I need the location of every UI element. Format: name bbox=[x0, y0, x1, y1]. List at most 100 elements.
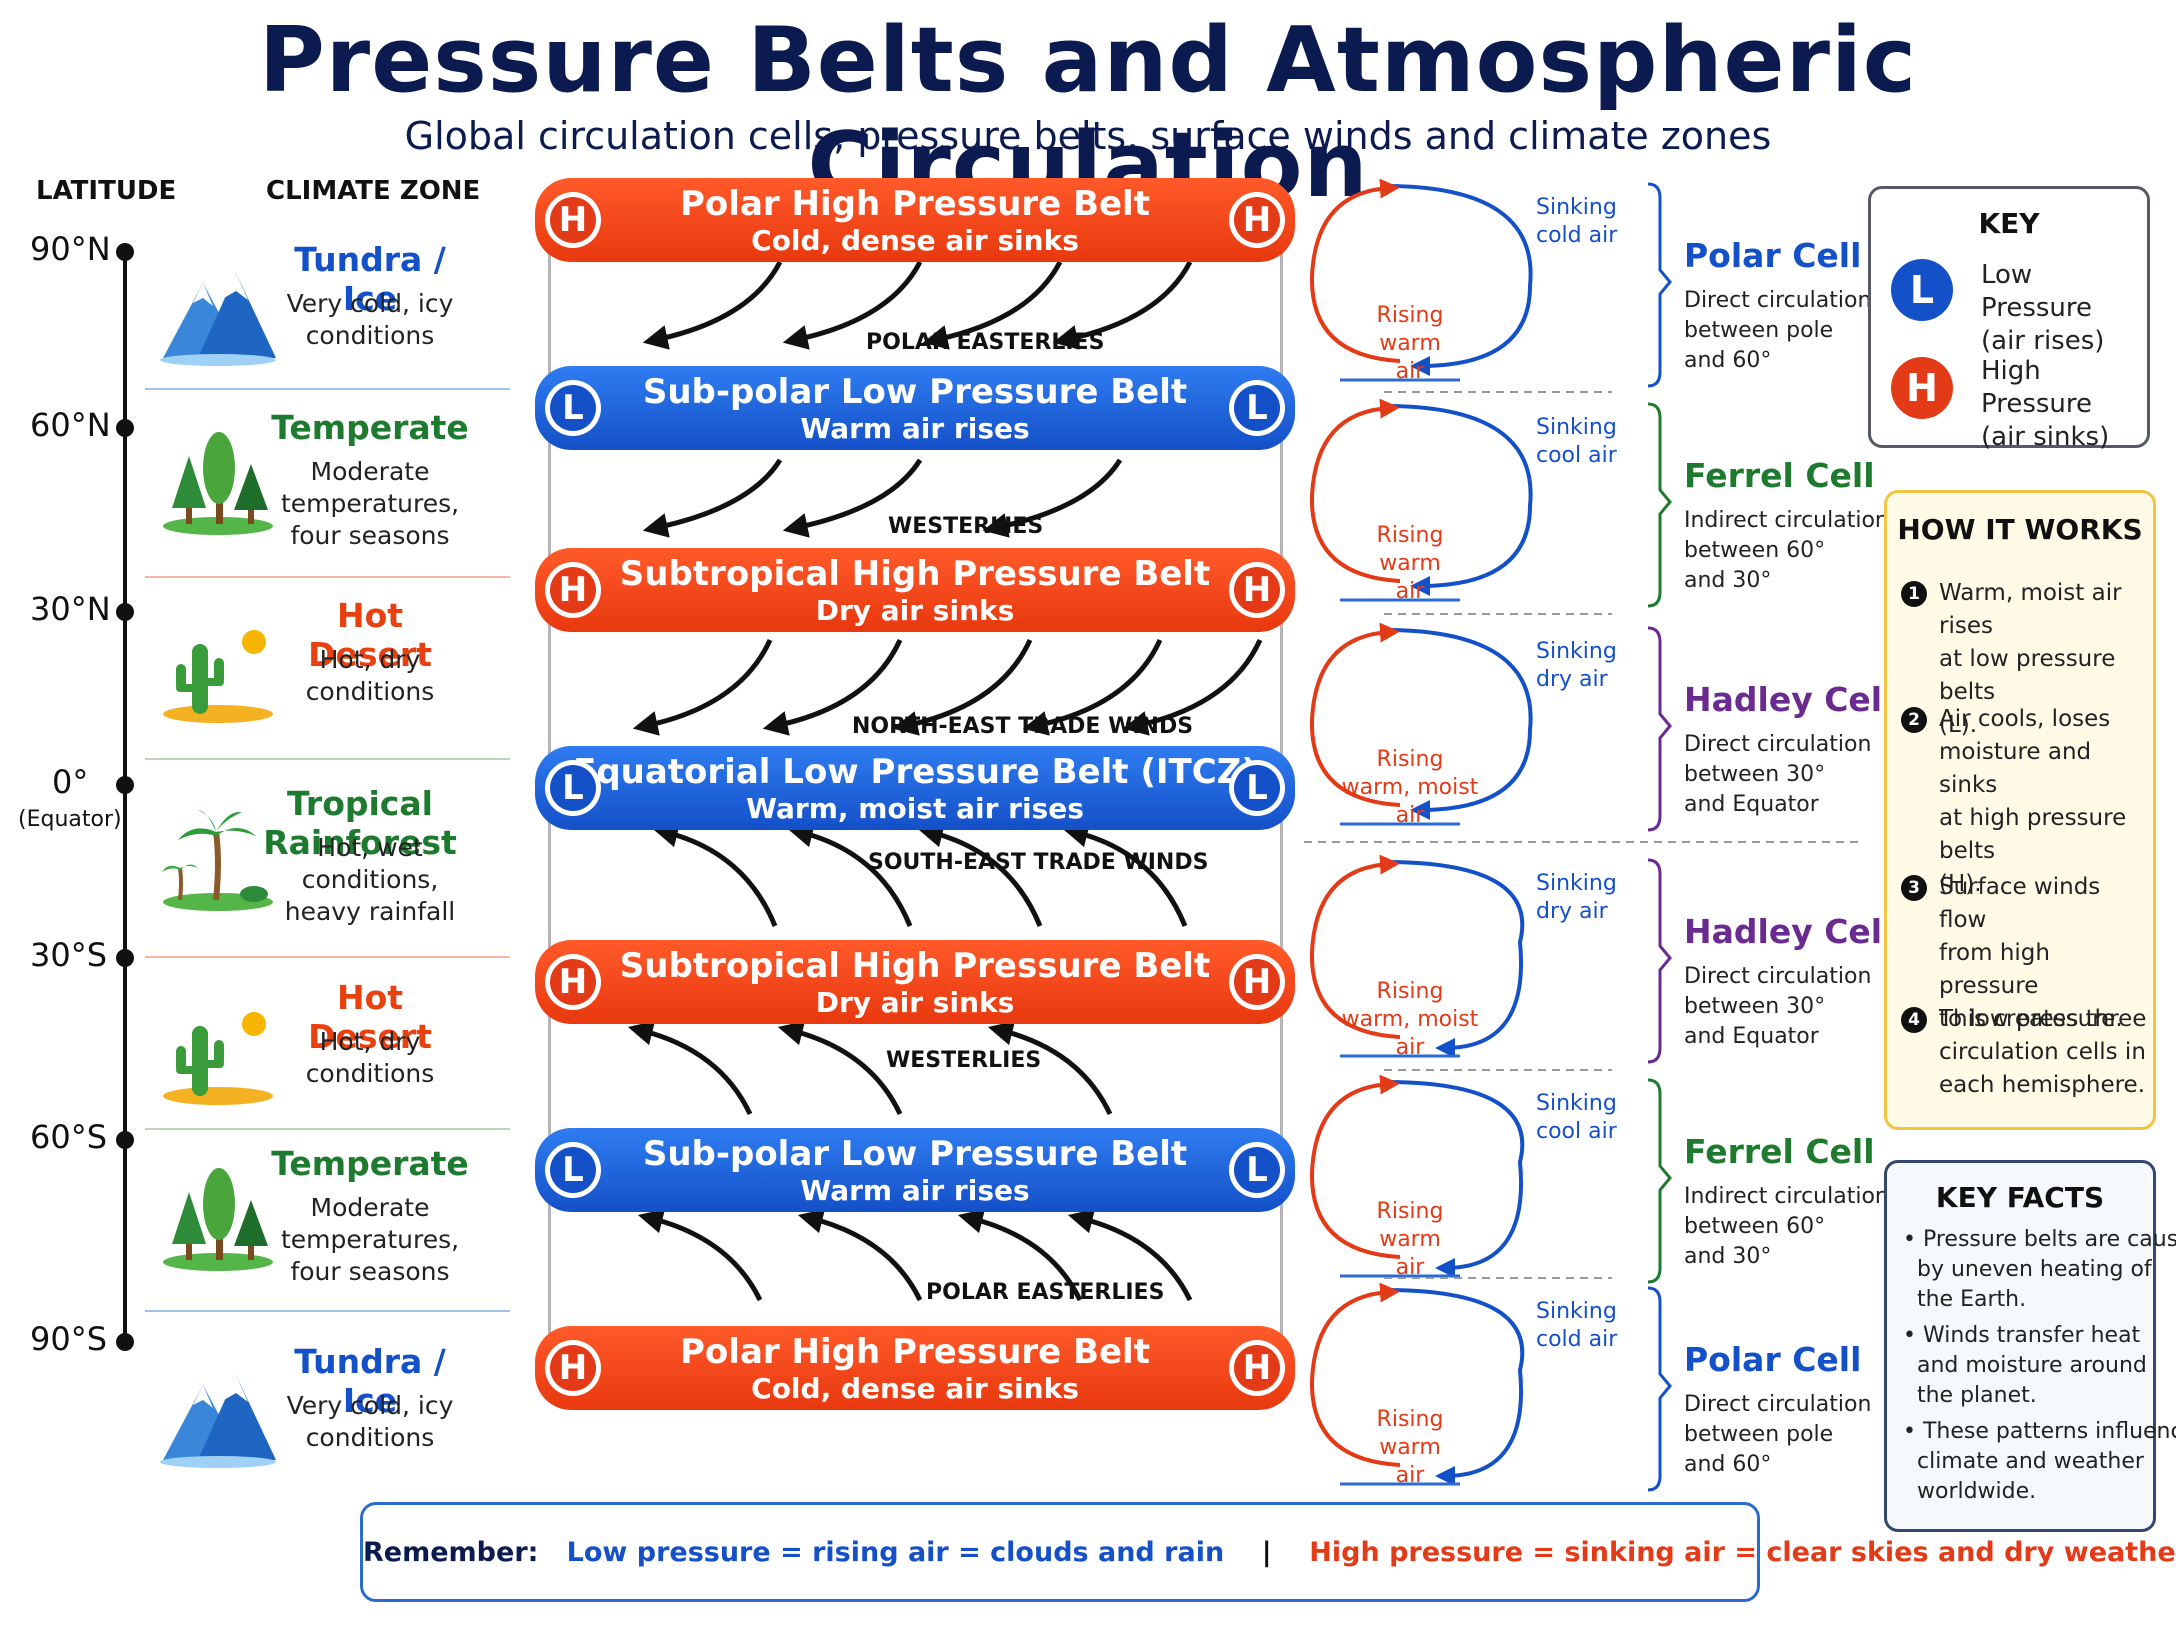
wind-arrow bbox=[627, 1020, 753, 1116]
badge-letter: L bbox=[550, 385, 596, 431]
sinking-air-line: cool air bbox=[1536, 443, 1617, 468]
sinking-air-line: cold air bbox=[1536, 1327, 1618, 1352]
high-pressure-badge: H bbox=[1229, 562, 1285, 618]
badge-letter: L bbox=[1234, 385, 1280, 431]
key-fact-line: • These patterns influence bbox=[1903, 1419, 2176, 1444]
rising-air-line: Rising bbox=[1376, 979, 1444, 1004]
latitude-dot bbox=[116, 1131, 134, 1149]
climate-zone-column-header: CLIMATE ZONE bbox=[266, 176, 481, 206]
climate-zone-divider bbox=[145, 388, 510, 390]
rising-air-line: warm air bbox=[1379, 1435, 1441, 1488]
latitude-sublabel: (Equator) bbox=[18, 807, 122, 832]
circulation-cell-name: Polar Cell bbox=[1684, 236, 1862, 275]
low-pressure-badge: L bbox=[545, 1142, 601, 1198]
cactus-arm bbox=[176, 664, 186, 690]
wind-arrow bbox=[1067, 1208, 1193, 1302]
climate-zone-divider bbox=[145, 956, 510, 958]
sinking-air-line: Sinking bbox=[1536, 415, 1617, 440]
sun-icon bbox=[242, 630, 266, 654]
circulation-cell-description-line: between 60° bbox=[1684, 538, 1826, 563]
badge-letter: H bbox=[550, 197, 596, 243]
tree-crown bbox=[234, 464, 268, 510]
badge-letter: H bbox=[550, 959, 596, 1005]
climate-zone-description-line: Hot, wet bbox=[317, 833, 423, 862]
low-pressure-badge: L bbox=[1229, 1142, 1285, 1198]
rising-air-line: warm air bbox=[1379, 551, 1441, 604]
trunk bbox=[216, 1232, 223, 1260]
climate-zone-name: Tropical Rainforest bbox=[263, 784, 457, 862]
badge-letter: H bbox=[550, 567, 596, 613]
key-fact: • Winds transfer heat and moisture aroun… bbox=[1903, 1321, 2153, 1411]
sinking-air-line: Sinking bbox=[1536, 1091, 1617, 1116]
wind-label: POLAR EASTERLIES bbox=[926, 1280, 1165, 1305]
latitude-dot bbox=[116, 243, 134, 261]
climate-zone-description-line: heavy rainfall bbox=[284, 897, 456, 926]
badge-letter: H bbox=[1234, 1345, 1280, 1391]
step-text-line: Surface winds flow bbox=[1939, 874, 2101, 933]
badge-letter: H bbox=[1234, 197, 1280, 243]
latitude-dot bbox=[116, 603, 134, 621]
step-text-line: circulation cells in bbox=[1939, 1039, 2146, 1065]
rising-air-line: Rising bbox=[1376, 747, 1444, 772]
cell-bracket bbox=[1647, 858, 1672, 1064]
climate-zone-description-line: Moderate bbox=[310, 1193, 430, 1222]
key-fact-line: the Earth. bbox=[1903, 1287, 2027, 1312]
key-fact: • Pressure belts are caused by uneven he… bbox=[1903, 1225, 2176, 1315]
low-pressure-badge: L bbox=[1891, 259, 1953, 321]
rising-air-arrow bbox=[1309, 622, 1401, 807]
rising-air-line: Rising bbox=[1376, 523, 1444, 548]
zone-icon-wrapper bbox=[158, 258, 278, 368]
how-it-works-title: HOW IT WORKS bbox=[1897, 513, 2143, 546]
sinking-air-line: Sinking bbox=[1536, 1299, 1617, 1324]
sinking-air-line: Sinking bbox=[1536, 639, 1617, 664]
latitude-label: 0° bbox=[52, 763, 89, 801]
wind-arrow bbox=[782, 458, 923, 538]
sinking-air-line: cool air bbox=[1536, 1119, 1617, 1144]
climate-zone-description-line: Very cold, icy bbox=[286, 1391, 454, 1420]
cactus-icon bbox=[163, 1012, 273, 1105]
key-fact-line: • Winds transfer heat bbox=[1903, 1323, 2141, 1348]
belt-description: Warm air rises bbox=[800, 1174, 1030, 1207]
sand bbox=[163, 705, 273, 723]
low-pressure-badge: L bbox=[545, 380, 601, 436]
rising-air-arrow bbox=[1309, 178, 1401, 363]
tree-icon bbox=[163, 432, 273, 535]
sinking-air-arrow bbox=[1384, 1080, 1525, 1278]
high-pressure-badge: H bbox=[545, 192, 601, 248]
belt-name: Polar High Pressure Belt bbox=[680, 1332, 1150, 1372]
tree-crown bbox=[172, 1192, 206, 1244]
latitude-dot bbox=[116, 776, 134, 794]
cactus-body bbox=[192, 644, 208, 714]
belt-name: Sub-polar Low Pressure Belt bbox=[642, 1134, 1188, 1174]
climate-zone-description-line: temperatures, bbox=[280, 489, 460, 518]
rising-air-arrow bbox=[1309, 1074, 1401, 1259]
latitude-column-header: LATITUDE bbox=[36, 176, 177, 206]
climate-zone-description-line: Hot, dry bbox=[319, 645, 421, 674]
climate-zone-name: Hot Desert bbox=[308, 596, 432, 674]
high-pressure-badge: H bbox=[1229, 192, 1285, 248]
circulation-cell-description-line: Direct circulation bbox=[1684, 732, 1872, 757]
wind-arrow bbox=[957, 1208, 1083, 1302]
wind-arrow bbox=[917, 822, 1043, 927]
climate-zone-divider bbox=[145, 758, 510, 760]
belt-name: Sub-polar Low Pressure Belt bbox=[642, 372, 1188, 412]
mountain-icon bbox=[160, 1375, 276, 1468]
rising-air-line: Rising bbox=[1376, 1407, 1444, 1432]
wind-label: POLAR EASTERLIES bbox=[866, 330, 1105, 355]
circulation-cell-name: Polar Cell bbox=[1684, 1340, 1862, 1379]
page-subtitle: Global circulation cells, pressure belts… bbox=[404, 114, 1772, 158]
